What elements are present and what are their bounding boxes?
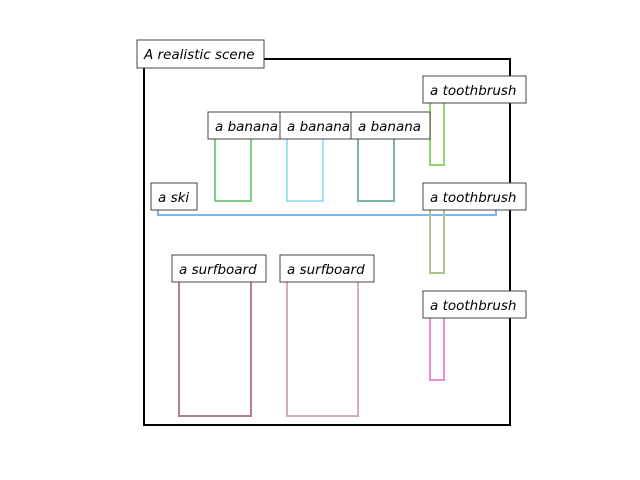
banana-2-box [286,129,324,202]
banana-1-label: a banana [215,119,278,135]
banana-2-label-box [279,111,359,140]
toothbrush-2-label: a toothbrush [430,190,517,206]
surfboard-1-box [178,273,252,417]
banana-3-label: a banana [358,119,421,135]
banana-1-box [214,129,252,202]
scene-frame [143,58,511,426]
banana-2-label-group: a banana [279,111,359,140]
scene-caption-box [136,39,265,69]
surfboard-1-label: a surfboard [179,262,257,278]
toothbrush-2-label-box [422,182,527,211]
toothbrush-3-label-box [422,290,527,319]
banana-3-box [357,129,395,202]
toothbrush-2-box [429,201,445,274]
banana-3-label-box [350,111,431,140]
surfboard-1-label-box [171,254,267,283]
toothbrush-1-label: a toothbrush [430,83,517,99]
banana-1-label-box [207,111,287,140]
surfboard-2-label-group: a surfboard [279,254,375,283]
toothbrush-3-label: a toothbrush [430,298,517,314]
surfboard-1-label-group: a surfboard [171,254,267,283]
surfboard-2-label-box [279,254,375,283]
surfboard-2-box [286,273,359,417]
toothbrush-1-box [429,93,445,166]
ski-label-group: a ski [150,182,198,211]
ski-label-box [150,182,198,211]
banana-2-label: a banana [287,119,350,135]
banana-3-label-group: a banana [350,111,431,140]
toothbrush-2-label-group: a toothbrush [422,182,527,211]
ski-label: a ski [158,190,189,206]
scene-caption-group: A realistic scene [136,39,265,69]
scene-caption: A realistic scene [143,47,255,63]
toothbrush-1-label-group: a toothbrush [422,75,527,104]
surfboard-2-label: a surfboard [287,262,365,278]
toothbrush-3-box [429,308,445,381]
toothbrush-1-label-box [422,75,527,104]
banana-1-label-group: a banana [207,111,287,140]
toothbrush-3-label-group: a toothbrush [422,290,527,319]
